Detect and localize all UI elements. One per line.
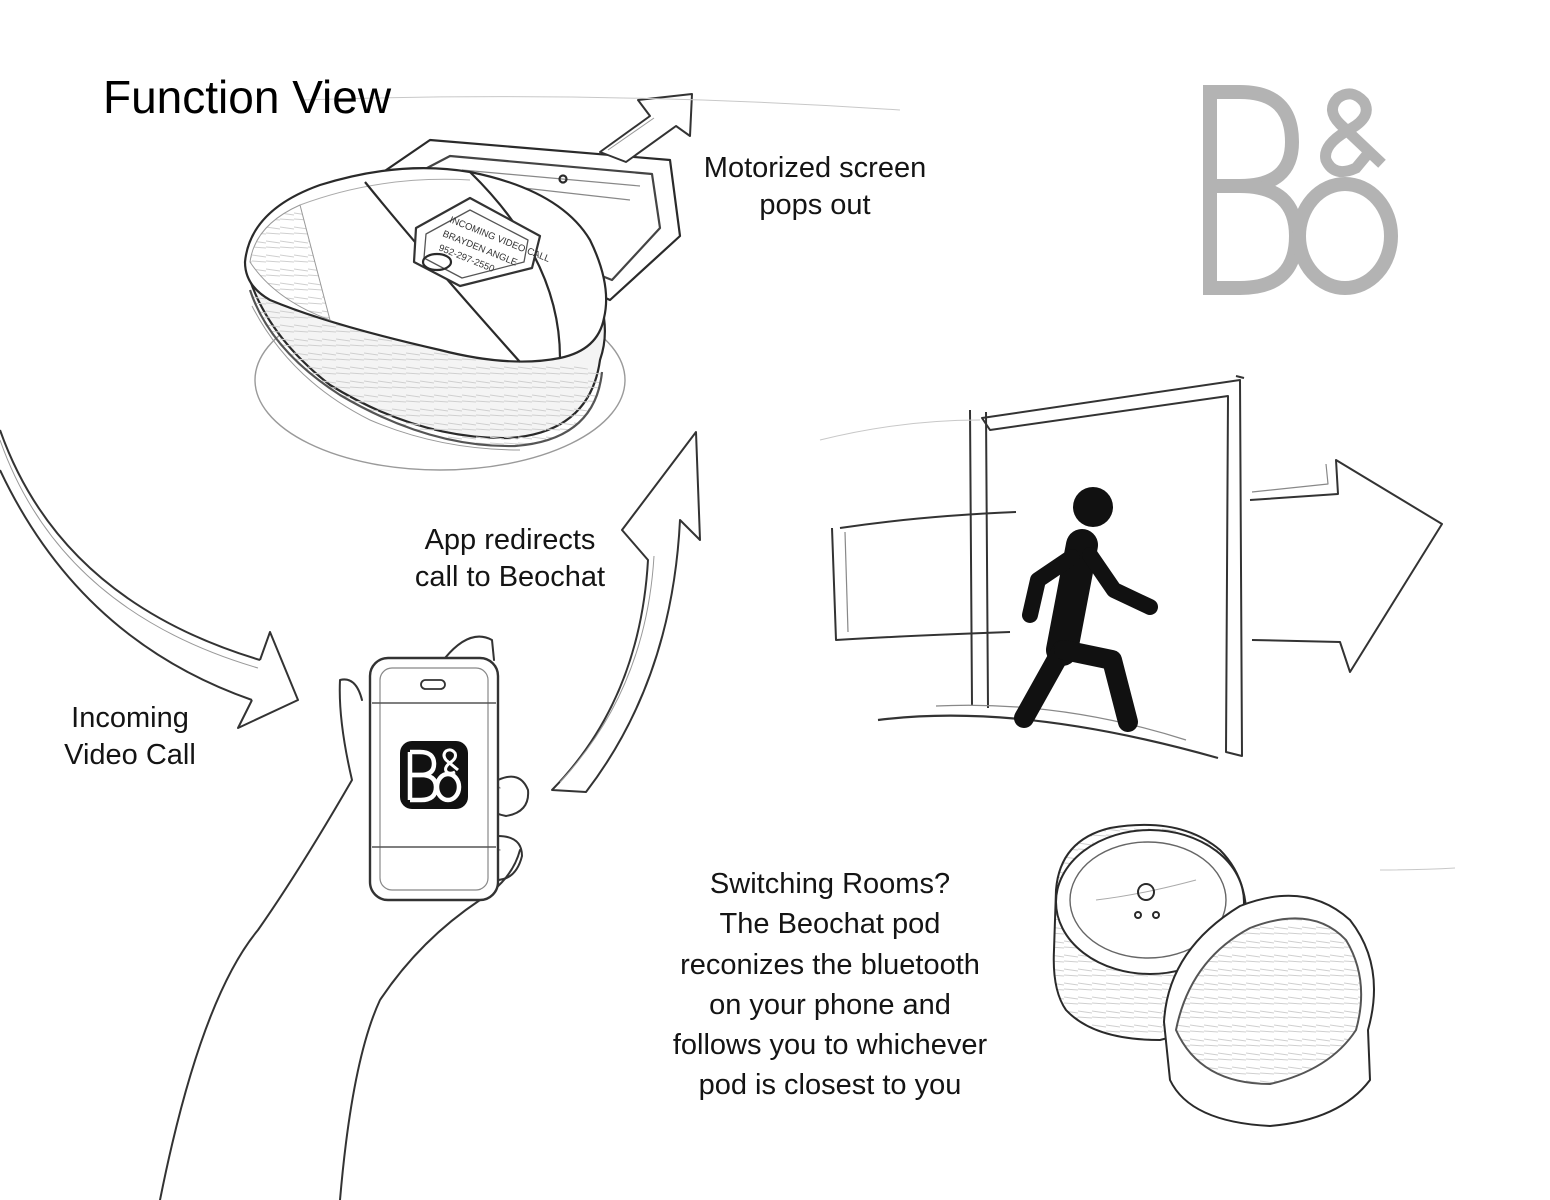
doorway-sketch bbox=[831, 375, 1443, 760]
label-incoming-call: Incoming Video Call bbox=[30, 700, 230, 774]
label-line: call to Beochat bbox=[414, 561, 606, 594]
bo-logo bbox=[1203, 85, 1398, 295]
page-title: Function View bbox=[103, 71, 392, 123]
label-line: Switching Rooms? bbox=[709, 868, 951, 900]
label-switching-rooms: Switching Rooms? The Beochat pod reconiz… bbox=[630, 864, 1030, 1106]
label-line: pod is closest to you bbox=[698, 1069, 962, 1102]
label-app-redirect: App redirects call to Beochat bbox=[385, 522, 635, 596]
beochat-pods bbox=[1052, 823, 1375, 1127]
smartphone bbox=[368, 656, 500, 902]
label-line: Motorized screen bbox=[703, 152, 927, 184]
walking-person-icon bbox=[1014, 487, 1158, 732]
label-screen-popout: Motorized screen pops out bbox=[665, 150, 965, 224]
label-line: Incoming bbox=[71, 702, 189, 734]
label-line: Video Call bbox=[64, 739, 196, 772]
label-line: The Beochat pod bbox=[719, 908, 941, 941]
label-line: App redirects bbox=[424, 524, 596, 556]
redirect-arrow bbox=[551, 431, 701, 793]
stray-lines bbox=[299, 96, 1456, 871]
beochat-pod-with-screen bbox=[243, 138, 682, 471]
screen-popout-arrow bbox=[599, 93, 693, 163]
bo-app-icon bbox=[400, 741, 468, 809]
label-line: reconizes the bluetooth bbox=[680, 948, 980, 981]
incoming-call-arrow bbox=[0, 429, 299, 729]
label-line: pops out bbox=[759, 189, 871, 222]
label-line: on your phone and bbox=[709, 988, 951, 1021]
label-line: follows you to whichever bbox=[672, 1029, 988, 1062]
